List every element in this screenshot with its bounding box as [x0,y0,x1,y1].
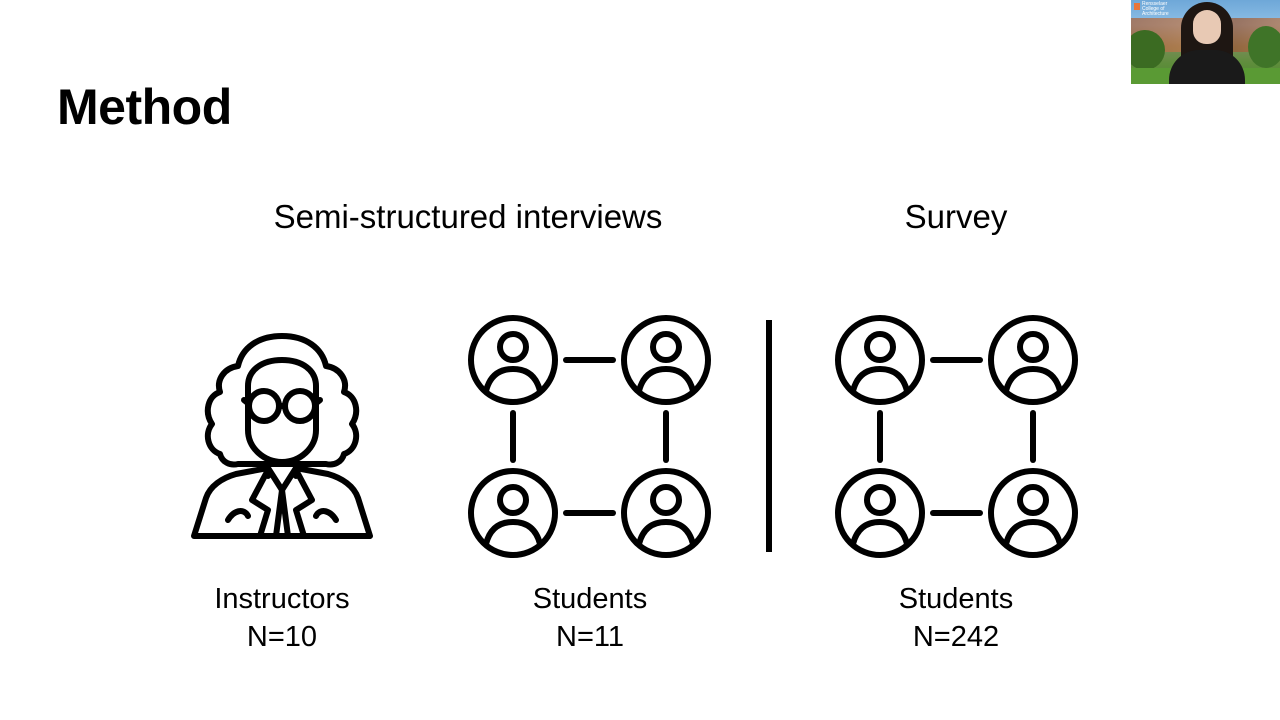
group-count: N=10 [246,621,318,653]
survey-heading: Survey [904,198,1008,235]
instructors-caption: Instructors N=10 [182,580,382,656]
virtual-background-logo-icon [1134,3,1140,10]
student-network-icon [468,315,711,558]
section-divider [766,320,772,552]
slide-title: Method [57,79,232,135]
group-count: N=242 [912,621,1000,653]
instructor-icon [191,333,373,539]
background-tree [1248,26,1280,68]
group-count: N=11 [556,621,624,653]
group-label: Instructors [214,583,350,615]
interview-students-caption: Students N=11 [490,580,690,656]
background-tree [1131,30,1165,70]
webcam-video-feed: Rensselaer College of Architecture [1131,0,1280,84]
group-label: Students [898,583,1014,615]
presenter-body [1169,50,1245,84]
interviews-heading: Semi-structured interviews [273,198,663,235]
survey-students-caption: Students N=242 [856,580,1056,656]
presenter-face [1193,10,1221,44]
virtual-background-logo-text: Rensselaer College of Architecture [1142,1,1169,17]
student-network-icon [835,315,1078,558]
group-label: Students [532,583,648,615]
